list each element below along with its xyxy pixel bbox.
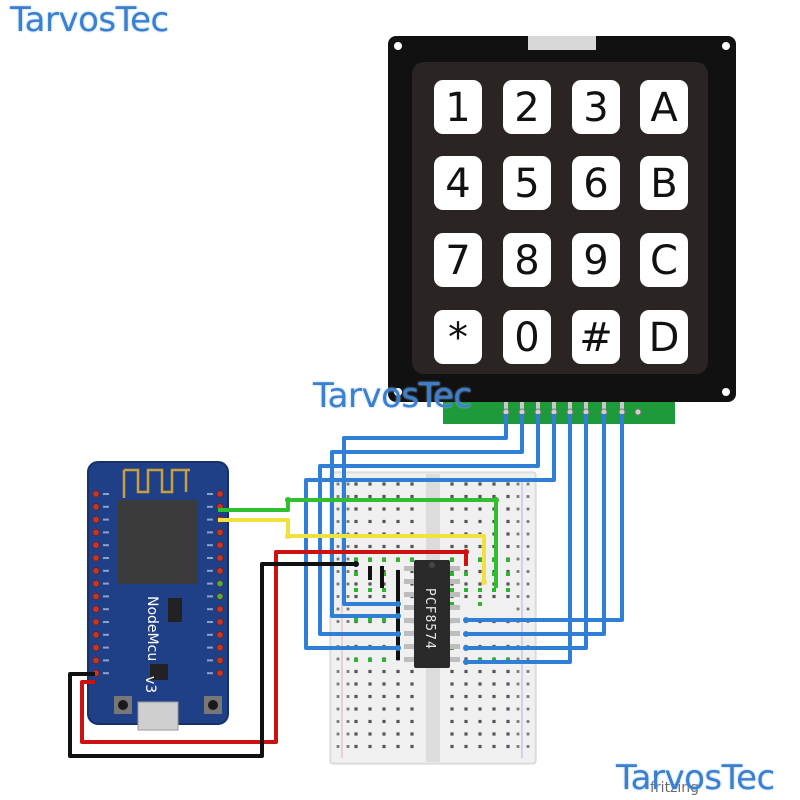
keypad-key: C: [640, 233, 688, 287]
keypad-key-label: #: [579, 315, 613, 361]
ic-label: PCF8574: [422, 588, 437, 650]
keypad-key-label: 5: [514, 161, 539, 207]
keypad-key-label: 9: [583, 238, 608, 284]
mount-hole: [722, 42, 730, 50]
watermark-bottom: TarvosTec: [616, 758, 775, 798]
keypad-key: #: [572, 310, 620, 364]
keypad-wire-6: [466, 414, 588, 650]
keypad-key-label: B: [650, 161, 677, 207]
keypad-wire-1: [342, 414, 508, 606]
usb-port: [137, 701, 179, 731]
watermark-top: TarvosTec: [10, 0, 169, 40]
keypad-connector-board: [443, 402, 675, 424]
keypad-key-label: C: [650, 238, 678, 284]
keypad-key-label: 6: [583, 161, 608, 207]
keypad-wire-4: [304, 414, 556, 650]
keypad-key: B: [640, 156, 688, 210]
keypad-key-label: 0: [514, 315, 539, 361]
keypad-key: 0: [503, 310, 551, 364]
mount-hole: [394, 42, 402, 50]
keypad-wire-7: [466, 414, 606, 636]
watermark-middle: TarvosTec: [313, 376, 472, 416]
nodemcu-name: NodeMcu: [144, 596, 160, 661]
keypad-connector-pins: [502, 402, 642, 416]
gnd-wire: [68, 562, 356, 758]
keypad-key: 8: [503, 233, 551, 287]
keypad-key-label: 4: [445, 161, 470, 207]
keypad-key-label: 3: [583, 85, 608, 131]
nodemcu-board: NodeMcu v3: [87, 461, 229, 731]
keypad-key: 4: [434, 156, 482, 210]
keypad-key: *: [434, 310, 482, 364]
keypad-membrane: [412, 62, 708, 374]
keypad-key-label: 1: [445, 85, 470, 131]
keypad-wire-3: [318, 414, 540, 636]
keypad-key-label: 7: [445, 238, 470, 284]
keypad-wire-5: [466, 414, 572, 664]
keypad-key-label: A: [650, 85, 678, 131]
keypad-key: 9: [572, 233, 620, 287]
wifi-antenna: [122, 468, 190, 498]
keypad-wire-8: [466, 414, 624, 622]
keypad-key-label: D: [649, 315, 680, 361]
keypad-key: 5: [503, 156, 551, 210]
keypad-key-label: 8: [514, 238, 539, 284]
usb-uart-chip: [168, 598, 182, 622]
regulator-chip: [150, 664, 168, 680]
keypad-key-label: 2: [514, 85, 539, 131]
keypad-key-label: *: [448, 315, 468, 361]
keypad-wires: [304, 414, 624, 664]
keypad-key: 2: [503, 80, 551, 134]
keypad-key: 3: [572, 80, 620, 134]
keypad-key: A: [640, 80, 688, 134]
esp-module: [118, 500, 198, 584]
keypad-wire-2: [330, 414, 524, 618]
nodemcu-version: v3: [142, 676, 158, 693]
fritzing-mark: fritzing: [650, 780, 700, 796]
pcf8574-chip: PCF8574: [404, 560, 460, 668]
keypad-key: 7: [434, 233, 482, 287]
keypad-key: 1: [434, 80, 482, 134]
keypad-key: D: [640, 310, 688, 364]
keypad-top-tab: [528, 36, 596, 50]
mount-hole: [722, 388, 730, 396]
keypad-key: 6: [572, 156, 620, 210]
mount-hole: [394, 388, 402, 396]
